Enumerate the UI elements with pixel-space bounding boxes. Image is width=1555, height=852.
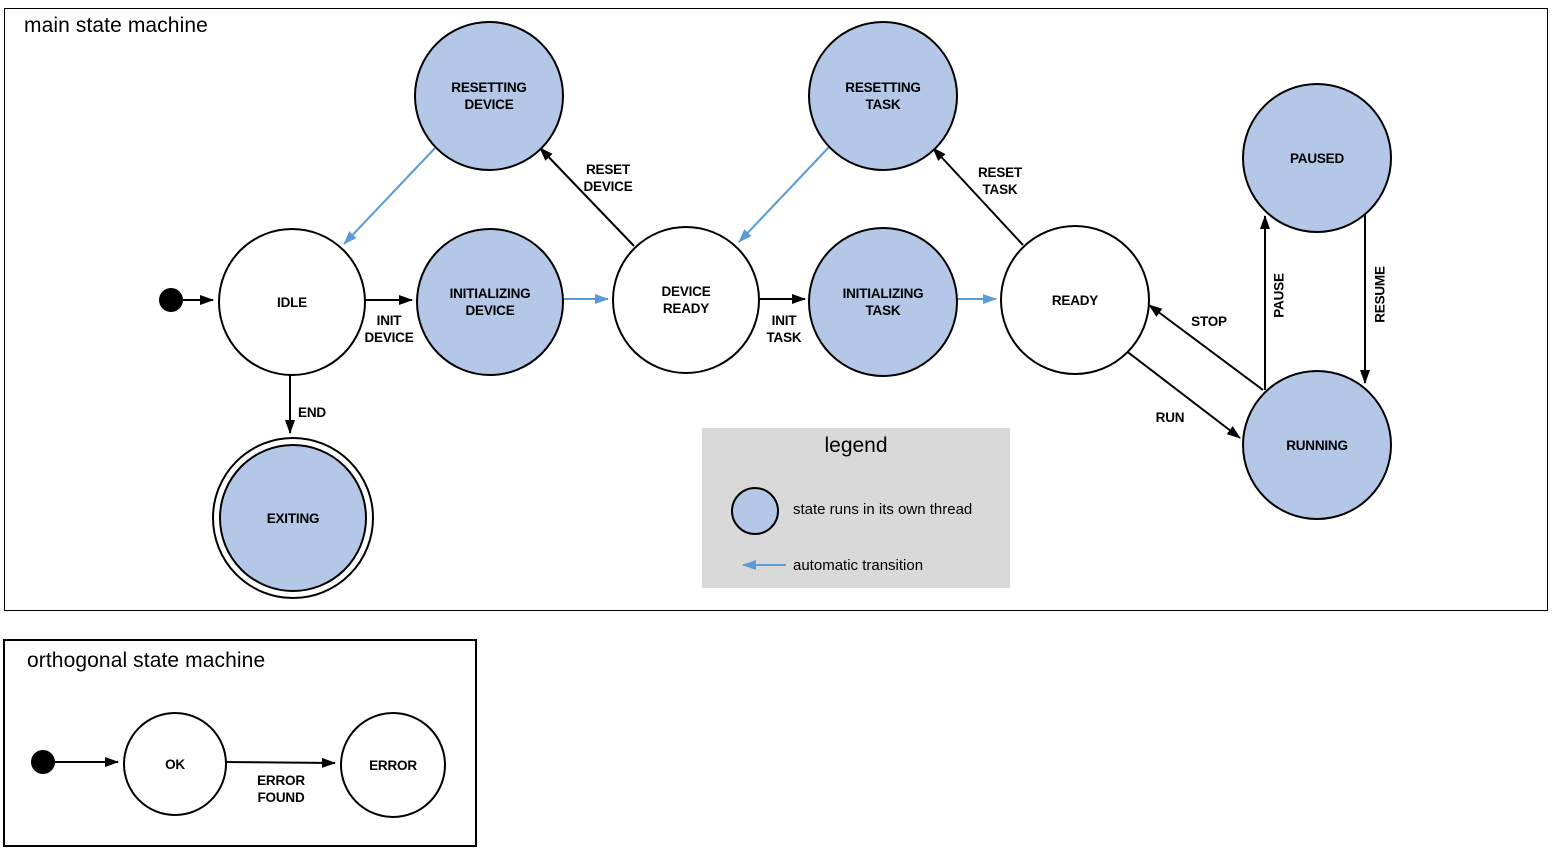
legend-title: legend <box>824 434 888 457</box>
state-paused: PAUSED <box>1242 83 1392 233</box>
state-idle: IDLE <box>218 228 366 376</box>
state-initializing-device: INITIALIZING DEVICE <box>416 228 564 376</box>
edge-label-init-task: INIT TASK <box>766 313 802 345</box>
state-running: RUNNING <box>1242 370 1392 520</box>
state-idle-label: IDLE <box>277 294 307 310</box>
orthogonal-state-machine-title: orthogonal state machine <box>27 649 266 672</box>
edge-label-pause: PAUSE <box>1271 273 1287 318</box>
state-resetting-task-label: RESETTING TASK <box>845 80 921 112</box>
state-error-label: ERROR <box>369 757 417 773</box>
state-resetting-device: RESETTING DEVICE <box>414 21 564 171</box>
legend-thread-item-label: state runs in its own thread <box>793 501 973 518</box>
edge-label-run: RUN <box>1155 410 1185 425</box>
state-ready: READY <box>1000 225 1150 375</box>
edge-label-reset-task: RESET TASK <box>977 165 1022 197</box>
state-resetting-device-label: RESETTING DEVICE <box>451 80 527 112</box>
orthogonal-state-machine-frame <box>3 639 477 847</box>
edge-label-end: END <box>298 405 326 420</box>
state-exiting-inner-circle: EXITING <box>219 444 367 592</box>
threaded-state-icon <box>731 487 779 535</box>
state-resetting-task: RESETTING TASK <box>808 21 958 171</box>
state-initializing-device-label: INITIALIZING DEVICE <box>449 286 531 318</box>
state-ready-label: READY <box>1051 292 1099 308</box>
state-error: ERROR <box>340 712 446 818</box>
state-paused-label: PAUSED <box>1289 150 1345 166</box>
state-ok-label: OK <box>165 756 185 772</box>
edge-label-resume: RESUME <box>1372 266 1388 323</box>
initial-state-dot-main <box>159 288 183 312</box>
state-running-label: RUNNING <box>1286 437 1348 453</box>
main-state-machine-title: main state machine <box>24 14 208 37</box>
state-initializing-task-label: INITIALIZING TASK <box>842 286 924 318</box>
state-exiting-label: EXITING <box>266 510 320 526</box>
edge-label-error-found: ERROR FOUND <box>257 773 305 805</box>
edge-label-reset-device: RESET DEVICE <box>583 162 633 194</box>
state-device-ready: DEVICE READY <box>612 226 760 374</box>
main-state-machine-frame <box>4 8 1548 611</box>
edge-label-stop: STOP <box>1191 314 1227 329</box>
initial-state-dot-orthogonal <box>31 750 55 774</box>
edge-label-init-device: INIT DEVICE <box>364 313 414 345</box>
state-device-ready-label: DEVICE READY <box>661 284 711 316</box>
state-ok: OK <box>123 712 227 816</box>
state-initializing-task: INITIALIZING TASK <box>808 227 958 377</box>
state-exiting-final: EXITING <box>212 437 374 599</box>
legend-auto-item-label: automatic transition <box>793 557 924 574</box>
